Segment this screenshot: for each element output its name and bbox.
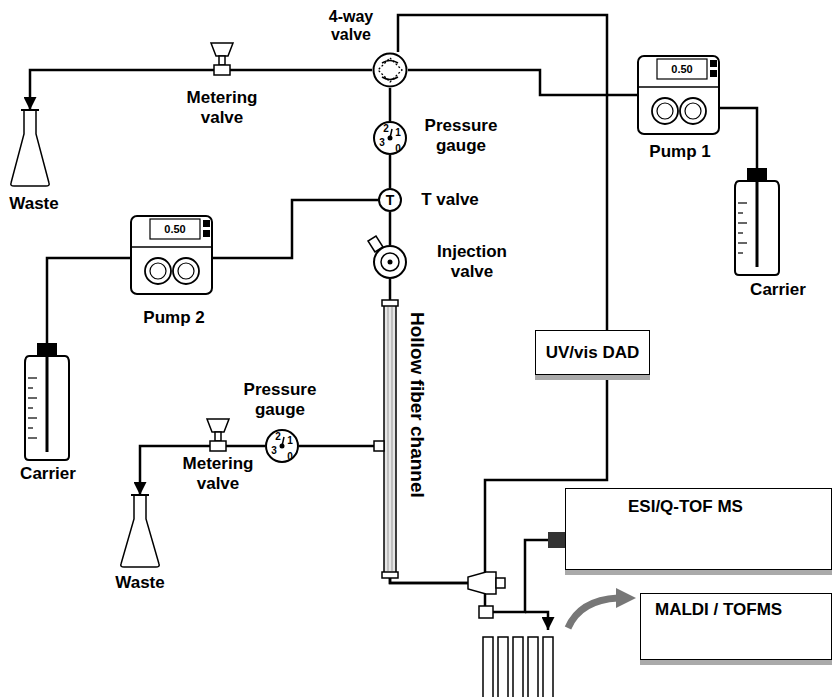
part-label: Pump 2 (124, 308, 224, 328)
part-label: Waste (4, 194, 64, 214)
part-label: Waste (105, 573, 175, 593)
hollow-fiber-channel: Hollow fiber channel (378, 300, 433, 580)
dial-number: 3 (378, 138, 386, 148)
four-way-valve: 4-way valve (320, 8, 410, 90)
part-label: Pressure gauge (230, 380, 330, 419)
dial-number: 2 (274, 432, 282, 442)
flow-line (30, 70, 214, 110)
pressure-gauge-symbol (265, 429, 299, 463)
part-label: Injection valve (422, 242, 522, 281)
pump: 0.50Pump 1 (630, 52, 730, 164)
cone-cap (496, 578, 505, 588)
hollow-fiber-channel-symbol (384, 303, 396, 575)
box-label: MALDI / TOFMS (655, 600, 782, 620)
dial-number: 0 (286, 452, 294, 462)
pressure-gauge: Pressure gauge 2130 (370, 114, 520, 162)
pressure-gauge: Pressure gauge 2130 (230, 380, 330, 466)
waste-flask-symbol (10, 110, 50, 186)
flow-line (389, 88, 392, 121)
dial-number: 0 (394, 144, 402, 154)
part-label: Hollow fiber channel (406, 312, 428, 574)
waste-flask: Waste (105, 495, 175, 595)
part-label: T valve (414, 190, 486, 210)
injection-valve: Injection valve (360, 232, 530, 294)
flow-line (230, 69, 372, 72)
collect-arrow (525, 612, 548, 630)
display-readout: 0.50 (150, 219, 200, 239)
metering-valve-symbol (210, 441, 226, 451)
part-label: Pump 1 (630, 142, 730, 162)
injection-valve-symbol (373, 245, 407, 279)
flow-line (213, 200, 378, 258)
carrier-bottle-symbol (735, 168, 779, 275)
part-label: Metering valve (168, 454, 268, 493)
metering-valve-symbol (214, 65, 230, 75)
part-label: Metering valve (172, 88, 272, 127)
carrier-bottle: Carrier (728, 160, 828, 300)
pump: 0.50Pump 2 (124, 212, 224, 328)
ms-box: MALDI / TOFMS (640, 593, 832, 660)
part-label: Pressure gauge (416, 116, 506, 155)
waste-flask: Waste (4, 110, 64, 220)
flow-line (47, 258, 130, 343)
four-way-valve-symbol (372, 52, 408, 88)
detector-box: UV/vis DAD (535, 330, 650, 375)
part-label: T (378, 188, 402, 212)
box-label: ESI/Q-TOF MS (628, 497, 743, 517)
flow-line (389, 155, 392, 188)
flow-line (720, 108, 757, 168)
waste-flask-symbol (120, 495, 160, 567)
part-label: 4-way valve (320, 8, 382, 45)
flow-line (408, 70, 637, 95)
transfer-arrow-head (616, 588, 636, 608)
flow-line (390, 540, 565, 612)
part-label: Carrier (2, 464, 94, 484)
ms-box: ESI/Q-TOF MS (565, 488, 832, 570)
fraction-tubes (483, 637, 553, 697)
carrier-bottle: Carrier (2, 336, 94, 491)
display-readout: 0.50 (657, 59, 707, 79)
metering-valve: Metering valve (168, 418, 268, 496)
flow-line (398, 15, 607, 330)
dial-number: 3 (270, 446, 278, 456)
t-valve: T T valve (376, 186, 486, 214)
carrier-bottle-symbol (25, 343, 69, 460)
dial-number: 1 (286, 436, 294, 446)
dial-number: 1 (394, 128, 402, 138)
dial-number: 2 (382, 124, 390, 134)
esi-nozzle (548, 532, 565, 548)
transfer-arrow (568, 598, 618, 628)
union-fitting (479, 606, 493, 618)
metering-valve: Metering valve (172, 42, 272, 132)
flow-line (389, 212, 392, 245)
split-cone (468, 572, 496, 594)
flow-line (299, 445, 384, 448)
flow-line (226, 445, 265, 448)
box-label: UV/vis DAD (546, 343, 640, 363)
pressure-gauge-symbol (373, 121, 407, 155)
part-label: Carrier (728, 280, 828, 300)
